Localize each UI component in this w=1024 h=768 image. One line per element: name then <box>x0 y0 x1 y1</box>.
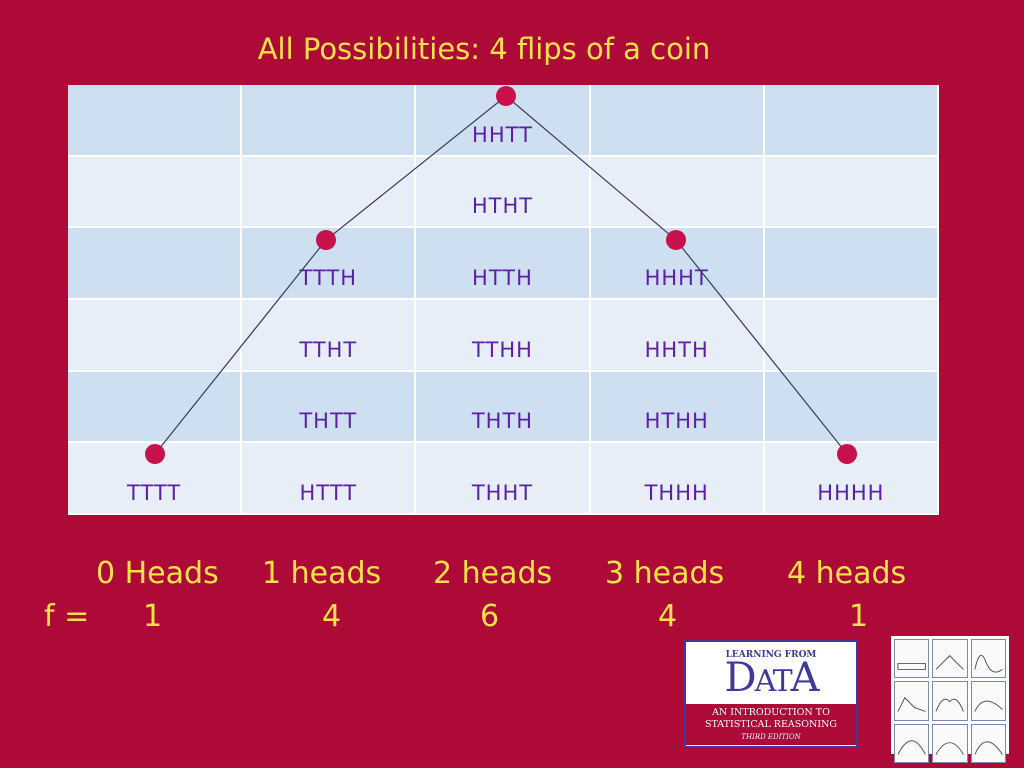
grid-cell: HHTH <box>590 299 765 372</box>
grid-cell: HTHH <box>590 371 765 444</box>
grid-cell: HTHT <box>416 156 591 229</box>
grid-cell: TTHH <box>416 299 591 372</box>
book-logo: LEARNING FROM DATA AN INTRODUCTION TO ST… <box>684 640 858 748</box>
grid-cell: THTT <box>242 371 417 444</box>
grid-cell <box>590 85 765 157</box>
category-labels: 0 Heads 1 heads 2 heads 3 heads 4 heads <box>0 556 1024 596</box>
frequency-label: f = <box>44 599 90 634</box>
thumbnail <box>894 681 930 721</box>
frequency-value-4: 1 <box>849 599 869 634</box>
frequency-value-1: 4 <box>322 599 342 634</box>
category-label-3: 3 heads <box>605 556 725 591</box>
grid-cell: THTH <box>416 371 591 444</box>
frequency-value-3: 4 <box>658 599 678 634</box>
grid-cell: HTTH <box>416 228 591 300</box>
category-label-4: 4 heads <box>787 556 907 591</box>
frequency-marker <box>666 230 686 250</box>
logo-edition: THIRD EDITION <box>741 733 801 741</box>
grid-cell <box>764 85 939 157</box>
distribution-thumbnails <box>891 636 1009 763</box>
grid-cell: TTTT <box>68 443 243 515</box>
grid-cell: HHHH <box>764 443 939 515</box>
grid-cell <box>68 299 243 372</box>
logo-subtitle-line1: AN INTRODUCTION TO <box>712 707 830 718</box>
frequency-marker <box>496 86 516 106</box>
frequency-value-0: 1 <box>143 599 163 634</box>
slide-title: All Possibilities: 4 flips of a coin <box>257 32 711 66</box>
grid-cell <box>242 156 417 229</box>
frequency-marker <box>316 230 336 250</box>
thumbnail <box>894 639 930 679</box>
grid-cell <box>68 371 243 444</box>
grid-cell: TTHT <box>242 299 417 372</box>
thumbnail <box>932 639 968 679</box>
grid-cell: THHH <box>590 443 765 515</box>
grid-cell <box>68 228 243 300</box>
thumbnail <box>970 723 1006 763</box>
frequency-marker <box>145 444 165 464</box>
frequency-marker <box>837 444 857 464</box>
grid-cell <box>68 156 243 229</box>
frequency-value-2: 6 <box>480 599 500 634</box>
grid-cell <box>764 371 939 444</box>
frequency-row: f = 1 4 6 4 1 <box>0 599 1024 639</box>
grid-cell: THHT <box>416 443 591 515</box>
logo-subtitle: AN INTRODUCTION TO STATISTICAL REASONING… <box>686 704 856 745</box>
grid-cell <box>764 228 939 300</box>
thumbnail <box>970 639 1006 679</box>
grid-cell <box>68 85 243 157</box>
grid-cell <box>764 299 939 372</box>
grid-cell: HTTT <box>242 443 417 515</box>
thumbnail <box>894 723 930 763</box>
grid-cell <box>764 156 939 229</box>
thumbnail <box>932 723 968 763</box>
grid-cell <box>242 85 417 157</box>
thumbnail <box>970 681 1006 721</box>
thumbnail <box>932 681 968 721</box>
frequency-line <box>154 95 848 455</box>
category-label-1: 1 heads <box>262 556 382 591</box>
logo-wordmark: DATA <box>724 655 819 701</box>
logo-top-text: LEARNING FROM <box>725 650 817 660</box>
category-label-2: 2 heads <box>433 556 553 591</box>
category-label-0: 0 Heads <box>96 556 219 591</box>
logo-subtitle-line2: STATISTICAL REASONING <box>704 719 838 730</box>
